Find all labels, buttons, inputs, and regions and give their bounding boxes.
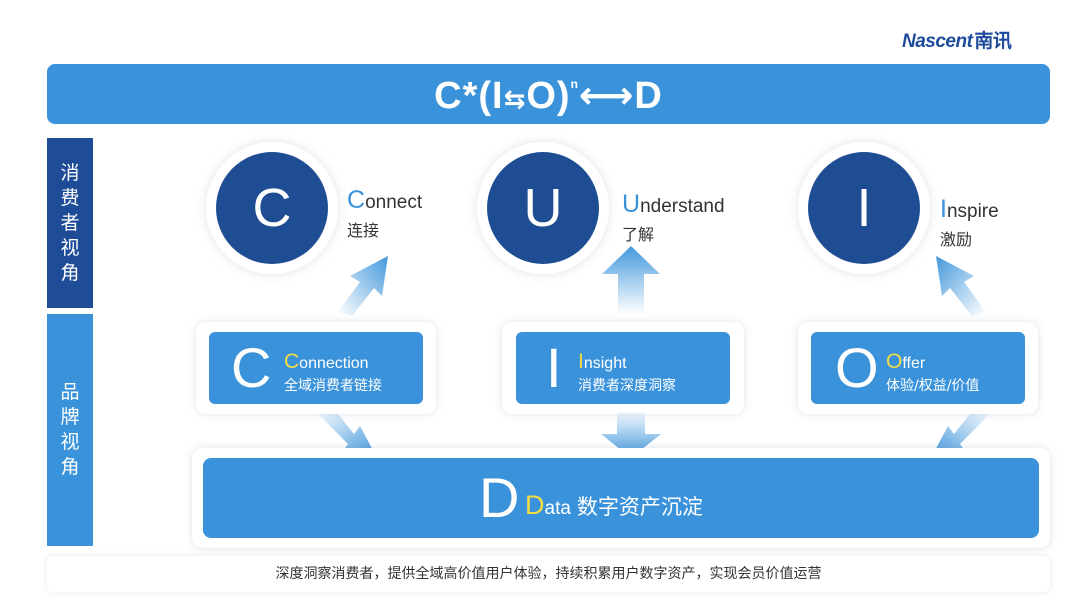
connect-cn: 连接: [347, 221, 380, 240]
formula-banner: C*(I⇆O)n⟷D: [47, 64, 1050, 124]
understand-caption: Understand 了解: [622, 190, 725, 245]
connect-letter: C: [216, 152, 328, 264]
data-cn: 数字资产沉淀: [576, 495, 703, 519]
inspire-rest: nspire: [946, 201, 999, 222]
insight-cn: 消费者深度洞察: [578, 378, 676, 394]
understand-title: Understand: [622, 190, 725, 219]
down-arrow-icon: [318, 414, 376, 456]
insight-letter: I: [546, 336, 562, 399]
inspire-initial: I: [940, 195, 947, 223]
connection-cn: 全域消费者链接: [284, 378, 382, 394]
offer-rest: ffer: [902, 355, 926, 372]
understand-cn: 了解: [622, 225, 655, 244]
connection-letter: C: [231, 336, 272, 399]
up-arrow-icon: [338, 256, 388, 316]
side-char: 者: [60, 211, 80, 234]
connect-circle: C: [206, 142, 338, 274]
inspire-circle: I: [798, 142, 930, 274]
connect-initial: C: [347, 186, 366, 214]
data-initial: D: [525, 490, 545, 520]
data-letter: D: [479, 466, 520, 529]
side-char: 角: [60, 261, 80, 284]
understand-initial: U: [622, 190, 641, 218]
inspire-title: Inspire: [940, 195, 999, 224]
connect-rest: onnect: [365, 192, 423, 213]
offer-cn: 体验/权益/价值: [886, 378, 980, 394]
insight-rest: nsight: [583, 355, 627, 372]
offer-letter: O: [835, 336, 879, 399]
double-arrow-icon: ⟷: [578, 75, 635, 117]
offer-card: O Offer 体验/权益/价值: [798, 322, 1038, 414]
offer-initial: O: [886, 350, 903, 373]
swap-arrows-icon: ⇆: [503, 84, 527, 114]
side-char: 角: [60, 456, 80, 478]
side-char: 消: [60, 161, 80, 184]
insight-initial: I: [578, 350, 584, 373]
offer-title: Offer: [886, 350, 925, 374]
offer-box: O Offer 体验/权益/价值: [811, 332, 1025, 404]
side-char: 费: [60, 186, 80, 209]
understand-circle: U: [477, 142, 609, 274]
side-char: 视: [60, 236, 80, 259]
insight-box: I Insight 消费者深度洞察: [516, 332, 730, 404]
formula-power: n: [570, 77, 579, 91]
down-arrow-icon: [601, 412, 661, 458]
up-arrow-icon: [602, 246, 660, 314]
connection-rest: onnection: [299, 355, 369, 372]
insight-title: Insight: [578, 350, 627, 374]
footer-summary: 深度洞察消费者，提供全域高价值用户体验，持续积累用户数字资产，实现会员价值运营: [47, 556, 1050, 592]
connection-initial: C: [284, 350, 300, 373]
consumer-perspective-label: 消 费 者 视 角: [47, 138, 93, 308]
brand-perspective-label: 品 牌 视 角: [47, 314, 93, 546]
inspire-cn: 激励: [940, 230, 973, 249]
connect-title: Connect: [347, 186, 422, 215]
connection-box: C Connection 全域消费者链接: [209, 332, 423, 404]
understand-letter: U: [487, 152, 599, 264]
up-arrow-icon: [936, 256, 986, 316]
formula-right: O): [526, 75, 571, 117]
logo-text-en: Nascent: [902, 31, 973, 52]
connect-caption: Connect 连接: [347, 186, 422, 241]
connection-title: Connection: [284, 350, 369, 374]
logo-text-cn: 南讯: [974, 30, 1012, 52]
inspire-caption: Inspire 激励: [940, 195, 999, 250]
side-char: 牌: [60, 406, 80, 428]
data-rest: ata: [544, 498, 571, 519]
formula-end: D: [634, 75, 663, 117]
down-arrow-icon: [932, 414, 990, 456]
inspire-letter: I: [808, 152, 920, 264]
side-char: 品: [60, 381, 80, 403]
formula: C*(I⇆O)n⟷D: [47, 73, 1050, 118]
understand-rest: nderstand: [640, 196, 725, 217]
connection-card: C Connection 全域消费者链接: [196, 322, 436, 414]
insight-card: I Insight 消费者深度洞察: [502, 322, 744, 414]
formula-left: C*(I: [434, 75, 504, 117]
side-char: 视: [60, 431, 80, 453]
